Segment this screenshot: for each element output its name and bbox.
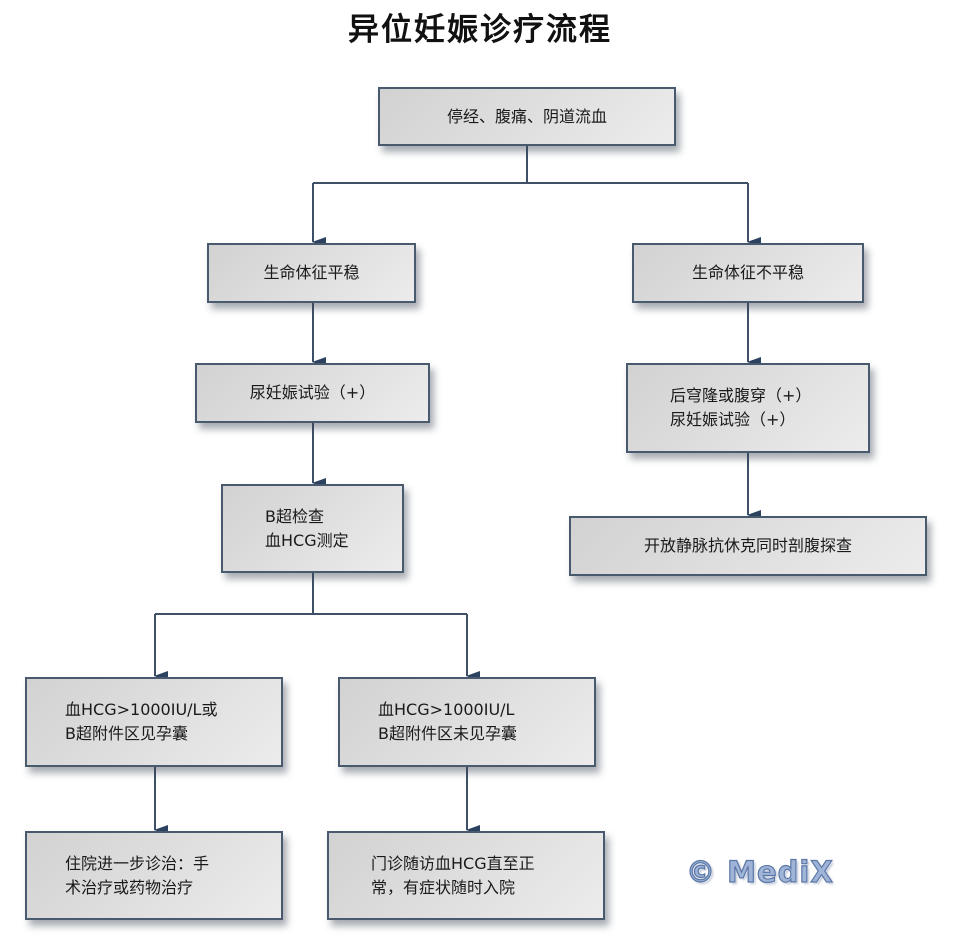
node-sac-seen: 血HCG>1000IU/L或 B超附件区见孕囊 bbox=[25, 677, 283, 767]
node-hospitalize-line-1: 住院进一步诊治：手 bbox=[65, 853, 210, 873]
node-sac-not-seen-line-1: 血HCG>1000IU/L bbox=[378, 700, 515, 719]
node-puncture-test: 后穹隆或腹穿（+） 尿妊娠试验（+） bbox=[626, 363, 870, 453]
node-puncture-test-line-2: 尿妊娠试验（+） bbox=[670, 410, 796, 429]
node-unstable: 生命体征不平稳 bbox=[632, 243, 864, 303]
node-stable-line-1: 生命体征平稳 bbox=[263, 263, 360, 282]
node-hospitalize-line-2: 术治疗或药物治疗 bbox=[65, 877, 194, 897]
node-ultrasound-hcg-line-1: B超检查 bbox=[265, 506, 324, 526]
node-hospitalize: 住院进一步诊治：手 术治疗或药物治疗 bbox=[25, 831, 283, 920]
node-sac-seen-line-2: B超附件区见孕囊 bbox=[65, 724, 188, 743]
node-sac-seen-line-1: 血HCG>1000IU/L或 bbox=[65, 700, 218, 719]
node-root-line-1: 停经、腹痛、阴道流血 bbox=[446, 106, 607, 126]
node-ultrasound-hcg: B超检查 血HCG测定 bbox=[221, 484, 404, 573]
node-surgery-now-line-1: 开放静脉抗休克同时剖腹探查 bbox=[643, 536, 852, 555]
node-puncture-test-line-1: 后穹隆或腹穿（+） bbox=[670, 386, 812, 405]
node-urine-test-line-1: 尿妊娠试验（+） bbox=[249, 383, 376, 402]
node-sac-not-seen-line-2: B超附件区未见孕囊 bbox=[378, 724, 517, 743]
node-stable: 生命体征平稳 bbox=[207, 243, 416, 303]
diagram-title: 异位妊娠诊疗流程 bbox=[348, 12, 612, 48]
node-outpatient-line-1: 门诊随访血HCG直至正 bbox=[371, 853, 535, 873]
node-outpatient: 门诊随访血HCG直至正 常，有症状随时入院 bbox=[327, 831, 605, 920]
node-ultrasound-hcg-line-2: 血HCG测定 bbox=[265, 530, 349, 550]
node-sac-not-seen: 血HCG>1000IU/L B超附件区未见孕囊 bbox=[338, 677, 596, 767]
node-unstable-line-1: 生命体征不平稳 bbox=[691, 263, 804, 282]
node-urine-test: 尿妊娠试验（+） bbox=[195, 363, 430, 423]
node-root: 停经、腹痛、阴道流血 bbox=[378, 87, 676, 146]
medix-watermark-logo: © MediX bbox=[685, 854, 834, 889]
node-outpatient-line-2: 常，有症状随时入院 bbox=[371, 877, 516, 897]
node-surgery-now: 开放静脉抗休克同时剖腹探查 bbox=[569, 516, 927, 576]
